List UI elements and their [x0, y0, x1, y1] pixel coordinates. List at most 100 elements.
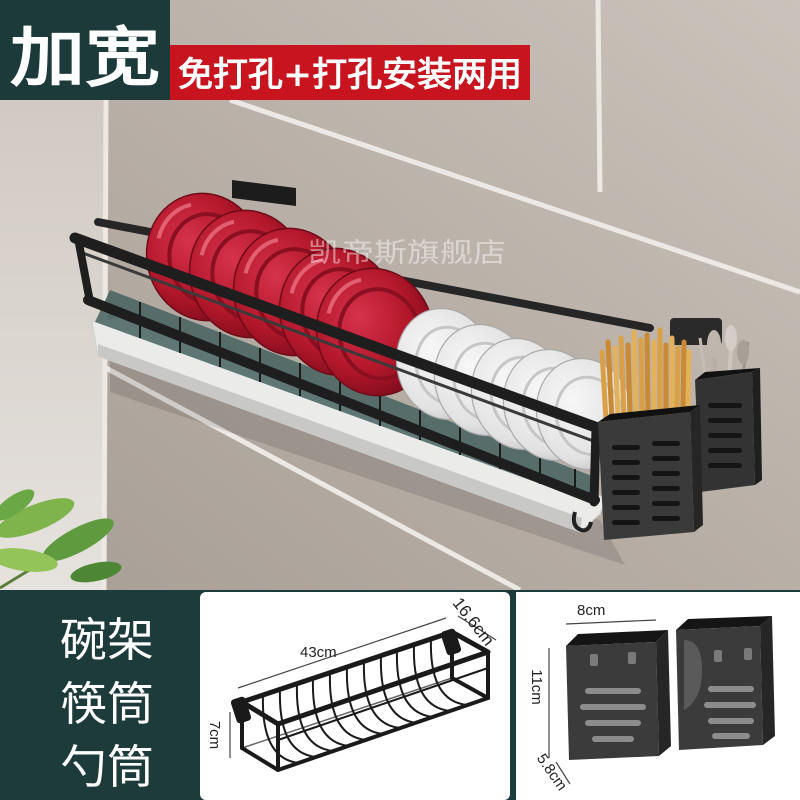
- vent-slot: [708, 433, 742, 438]
- wall-mount-bracket: [232, 180, 296, 206]
- rack-front-inner-rail: [79, 250, 597, 444]
- rack-outline-hook-right: [440, 628, 462, 656]
- vent-slot: [612, 475, 640, 480]
- rack-front-bottom-rail: [83, 295, 600, 505]
- chopstick: [625, 342, 633, 420]
- vent-slot: [580, 704, 646, 710]
- holder-hook: [714, 650, 722, 662]
- spoon-holder-top: [695, 368, 760, 380]
- grout-line: [595, 0, 603, 193]
- leaf: [0, 489, 35, 521]
- holder-drawing-chopstick: [566, 630, 671, 760]
- spoon-holder-slots: [708, 403, 742, 468]
- vent-slot: [652, 456, 680, 461]
- plant-leaves: [0, 489, 122, 590]
- plate-highlight: [156, 202, 192, 239]
- chopsticks: [599, 327, 692, 423]
- vent-slot: [592, 736, 634, 742]
- rack-front-top-rail: [69, 232, 604, 434]
- rack-left-post: [74, 234, 94, 306]
- vent-slot: [652, 441, 680, 446]
- holder-top-opening: [676, 616, 772, 630]
- leaf: [0, 548, 58, 572]
- chopstick-holder-top: [598, 405, 700, 422]
- chopstick: [599, 349, 609, 423]
- component-label-dish-rack: 碗架: [60, 613, 154, 667]
- rack-outline-posts: [240, 630, 490, 772]
- vent-slot: [585, 688, 641, 694]
- holder-dimension-lines: [548, 619, 657, 785]
- spoon-head: [725, 325, 737, 351]
- chopstick: [605, 339, 615, 423]
- plate-highlight: [243, 237, 279, 274]
- leaf: [0, 498, 75, 538]
- rack-outline-hook-left: [230, 696, 252, 724]
- vent-slot: [708, 686, 754, 692]
- rack-length-label: 43cm: [300, 644, 337, 661]
- headline-badge: [0, 0, 170, 100]
- holder-top-opening: [566, 630, 668, 646]
- chopstick: [674, 345, 681, 415]
- vent-slot: [708, 718, 754, 724]
- chopstick: [612, 345, 621, 421]
- length-dimension-line: [237, 617, 447, 689]
- installation-banner: [170, 45, 530, 100]
- rack-outline-bottom-rails: [240, 676, 490, 772]
- vent-slot: [612, 490, 640, 495]
- rack-outline-front-band: [277, 667, 489, 741]
- spoon-head: [737, 340, 749, 364]
- holder-height-label: 11cm: [528, 669, 545, 705]
- holder-side-face: [656, 630, 671, 756]
- vent-slot: [652, 471, 680, 476]
- chopstick: [644, 332, 651, 418]
- holder-drawing-spoon: [676, 616, 775, 750]
- holder-hook: [590, 654, 598, 666]
- depth-dimension-line: [555, 761, 571, 785]
- spoon-holder: [670, 318, 762, 492]
- vent-slot: [708, 418, 742, 423]
- spoon-holder-front: [695, 372, 755, 492]
- rack-height-label: 7cm: [206, 721, 223, 749]
- vent-slot: [612, 445, 640, 450]
- holder-spoon-cutout: [684, 640, 702, 710]
- chopstick-holder-front: [598, 412, 694, 540]
- width-dimension-line: [565, 619, 657, 625]
- chopstick: [631, 329, 639, 419]
- depth-dimension-line: [457, 615, 497, 641]
- grout-line: [229, 97, 800, 295]
- installation-banner-text: 免打孔+打孔安装两用: [178, 55, 522, 95]
- drip-tray-edge: [98, 344, 582, 532]
- vent-slot: [652, 486, 680, 491]
- chopstick-holder-slots: [612, 441, 680, 525]
- chopstick: [685, 349, 692, 415]
- vent-slot: [585, 720, 641, 726]
- vent-slot: [612, 460, 640, 465]
- chopstick: [680, 339, 687, 415]
- tray-hook: [571, 511, 593, 533]
- vent-slot: [708, 463, 742, 468]
- holder-dimension-panel: 8cm 11cm 5.8cm: [516, 592, 800, 800]
- dish-rack: [69, 180, 654, 533]
- leaf: [42, 518, 114, 562]
- chopstick-holder-side: [690, 405, 703, 532]
- vent-slot: [708, 448, 742, 453]
- spoon-holder-side: [752, 368, 762, 485]
- leaf: [70, 561, 122, 583]
- vent-slot: [652, 516, 680, 521]
- store-watermark: 凯帝斯旗舰店: [308, 238, 506, 269]
- headline-main-text: 加宽: [10, 22, 160, 96]
- plate-highlight: [289, 257, 325, 294]
- holder-hook: [628, 652, 636, 664]
- component-label-chopstick-holder: 筷筒: [60, 677, 154, 731]
- vent-slot: [712, 733, 750, 739]
- plate-highlight: [326, 277, 362, 314]
- spoons-and-forks: [698, 325, 750, 383]
- vent-slot: [704, 702, 756, 708]
- grout-line: [104, 365, 522, 593]
- rack-right-post: [589, 423, 601, 507]
- vent-slot: [612, 505, 640, 510]
- vent-slot: [652, 501, 680, 506]
- rack-dimension-lines: [229, 615, 497, 758]
- holder-side-face: [760, 616, 775, 745]
